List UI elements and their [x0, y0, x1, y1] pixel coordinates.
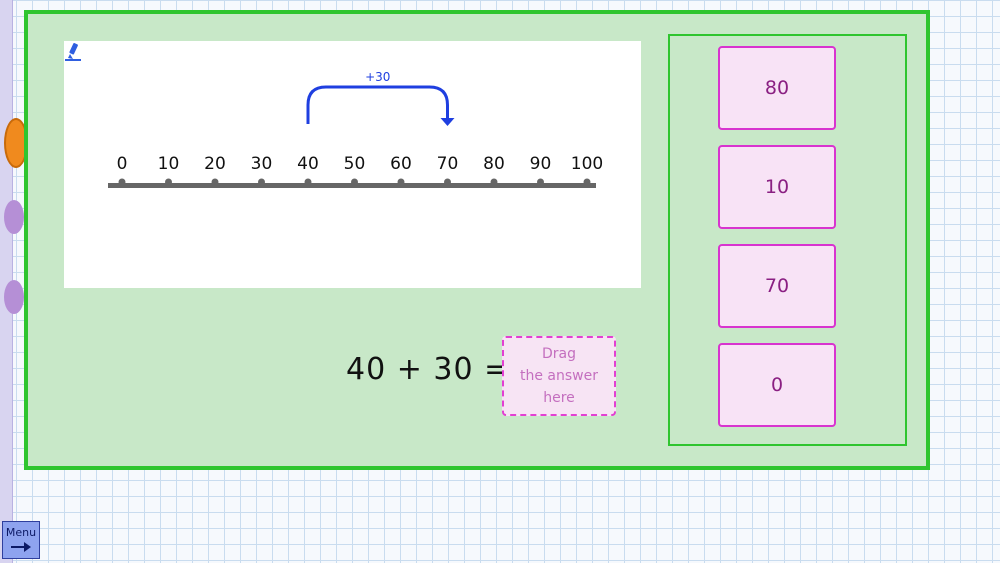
jump-arc	[306, 85, 449, 124]
purple-decoration-2	[4, 280, 24, 314]
pen-icon[interactable]	[64, 41, 82, 61]
answer-options-panel: 80 10 70 0	[668, 34, 907, 446]
tick-mark-70	[444, 178, 451, 186]
tick-label-50: 50	[344, 154, 366, 174]
drop-zone-line-2: the answer	[520, 368, 598, 384]
arrow-right-icon	[11, 542, 31, 552]
drop-zone-line-1: Drag	[541, 346, 576, 362]
tick-label-100: 100	[571, 154, 603, 174]
tick-mark-80	[490, 178, 498, 186]
tick-label-60: 60	[390, 154, 412, 174]
tick-mark-100	[583, 178, 591, 186]
tick-mark-30	[258, 178, 265, 186]
tick-label-10: 10	[158, 154, 180, 174]
answer-tile-70[interactable]: 70	[718, 244, 836, 328]
tick-mark-60	[397, 178, 405, 186]
tick-mark-0	[118, 178, 126, 186]
tick-mark-20	[211, 178, 219, 186]
answer-drop-zone[interactable]: Drag the answer here	[502, 336, 616, 416]
number-line-bar	[108, 183, 596, 188]
tick-mark-50	[351, 178, 358, 186]
tick-label-80: 80	[483, 154, 505, 174]
answer-tile-10[interactable]: 10	[718, 145, 836, 229]
number-line: +30 0 10 20 30 40 50 60 70 80 90 100	[108, 70, 603, 188]
tick-mark-90	[537, 178, 544, 186]
answer-tile-80[interactable]: 80	[718, 46, 836, 130]
jump-label: +30	[365, 70, 390, 84]
tick-label-70: 70	[437, 154, 459, 174]
jump-arrowhead	[440, 118, 455, 126]
equation-text: 40 + 30 =	[346, 352, 511, 387]
tick-mark-40	[304, 178, 312, 186]
tick-label-30: 30	[251, 154, 273, 174]
menu-label: Menu	[5, 526, 37, 539]
drop-zone-line-3: here	[543, 390, 575, 406]
answer-tile-0[interactable]: 0	[718, 343, 836, 427]
menu-button[interactable]: Menu	[2, 521, 40, 559]
number-line-card: +30 0 10 20 30 40 50 60 70 80 90 100	[64, 41, 641, 288]
tick-label-0: 0	[117, 154, 128, 174]
purple-decoration	[4, 200, 24, 234]
tick-mark-10	[165, 178, 172, 186]
tick-label-40: 40	[297, 154, 319, 174]
tick-label-20: 20	[204, 154, 226, 174]
tick-label-90: 90	[530, 154, 552, 174]
